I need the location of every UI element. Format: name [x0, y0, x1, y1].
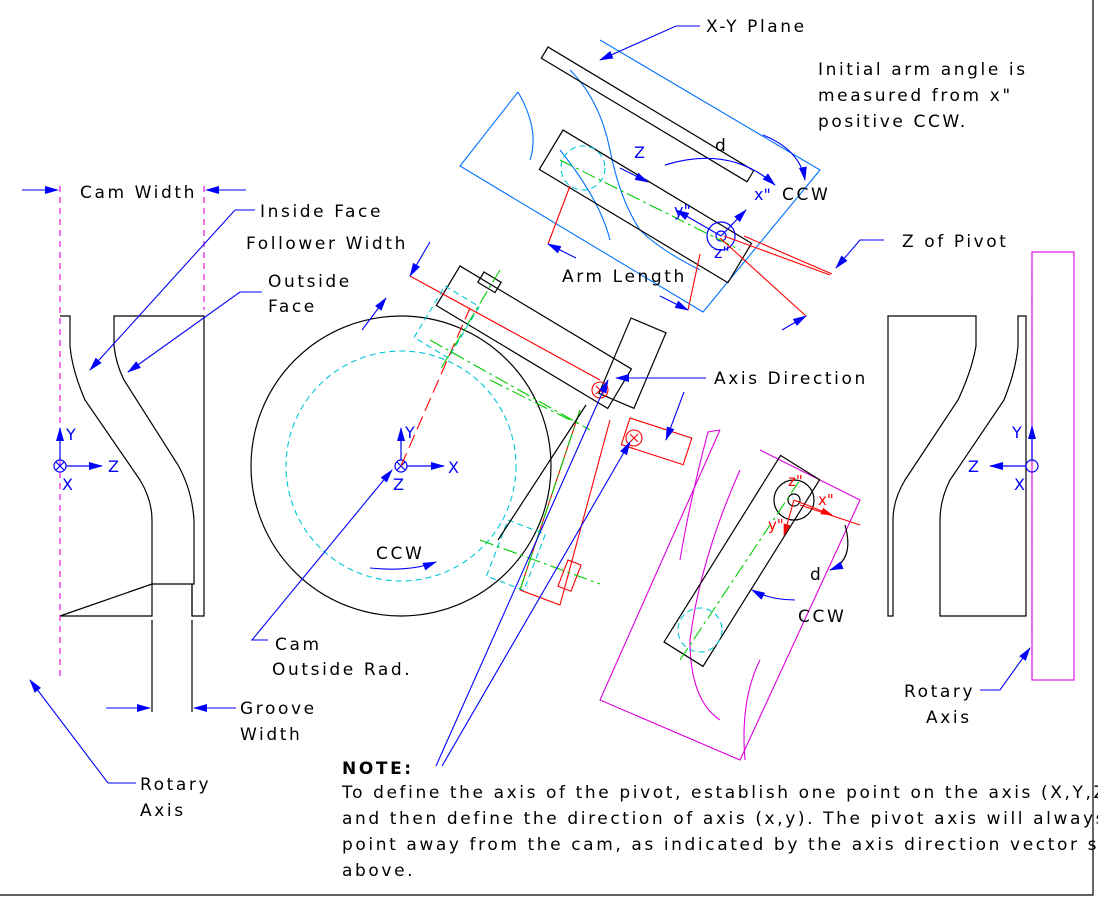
note-line-1: To define the axis of the pivot, establi…: [341, 783, 1098, 803]
groove-label-1: Groove: [240, 699, 317, 719]
leader-lines: [22, 25, 1031, 784]
top-z2-axis-label: z": [714, 243, 730, 262]
follower-width-label: Follower Width: [246, 234, 408, 254]
rotary-axis-right-1: Rotary: [904, 682, 975, 702]
top-x2-axis-label: x": [754, 185, 771, 204]
left-x-axis-label: X: [62, 475, 73, 494]
arm-length-label: Arm Length: [562, 267, 687, 287]
top-z-axis-label: Z: [634, 143, 645, 162]
right-cam-section: [887, 251, 1075, 681]
initial-arm-line-1: Initial arm angle is: [818, 60, 1028, 80]
inside-face-label: Inside Face: [260, 202, 383, 222]
note-line-4: above.: [342, 861, 415, 881]
note-line-2: and then define the direction of axis (x…: [342, 809, 1098, 829]
cam-width-label: Cam Width: [80, 183, 197, 203]
axis-direction-label: Axis Direction: [714, 369, 868, 389]
outside-face-label-2: Face: [268, 297, 317, 317]
left-y-axis-label: Y: [65, 425, 76, 444]
bottom-z2-axis-label: z": [788, 472, 803, 490]
d-bottom-label: d: [810, 565, 823, 585]
outside-face-label-1: Outside: [268, 272, 352, 292]
center-y-axis-label: Y: [404, 423, 415, 442]
note-line-3: point away from the cam, as indicated by…: [342, 835, 1098, 855]
left-z-axis-label: Z: [108, 457, 119, 476]
bottom-x2-axis-label: x": [818, 491, 834, 509]
z-of-pivot-label: Z of Pivot: [902, 232, 1009, 252]
rotary-axis-left-2: Axis: [140, 801, 186, 821]
rotary-axis-right-2: Axis: [926, 708, 972, 728]
ccw-top-label: CCW: [782, 185, 830, 205]
note-title: NOTE:: [342, 759, 414, 779]
rotary-axis-left-1: Rotary: [140, 775, 211, 795]
xy-plane-label: X-Y Plane: [706, 17, 807, 37]
top-y2-axis-label: y": [674, 201, 691, 220]
right-z-axis-label: Z: [968, 457, 979, 476]
left-cam-section: [53, 186, 205, 712]
bottom-follower: [599, 429, 861, 761]
top-follower: [459, 39, 833, 317]
groove-label-2: Width: [240, 725, 302, 745]
cam-outside-label-2: Outside Rad.: [272, 660, 412, 680]
d-top-label: d: [715, 136, 728, 156]
middle-follower: [409, 265, 693, 606]
initial-arm-line-2: measured from x": [818, 86, 1013, 106]
ccw-left-label: CCW: [376, 544, 424, 564]
bottom-y2-axis-label: y": [768, 516, 784, 534]
initial-arm-line-3: positive CCW.: [818, 112, 968, 132]
right-x-axis-label: X: [1014, 475, 1025, 494]
cam-outside-label-1: Cam: [275, 635, 322, 655]
center-x-axis-label: X: [448, 458, 459, 477]
ccw-bottom-label: CCW: [798, 607, 846, 627]
cam-disk: [250, 307, 552, 617]
center-z-axis-label: Z: [393, 475, 404, 494]
right-y-axis-label: Y: [1011, 423, 1022, 442]
